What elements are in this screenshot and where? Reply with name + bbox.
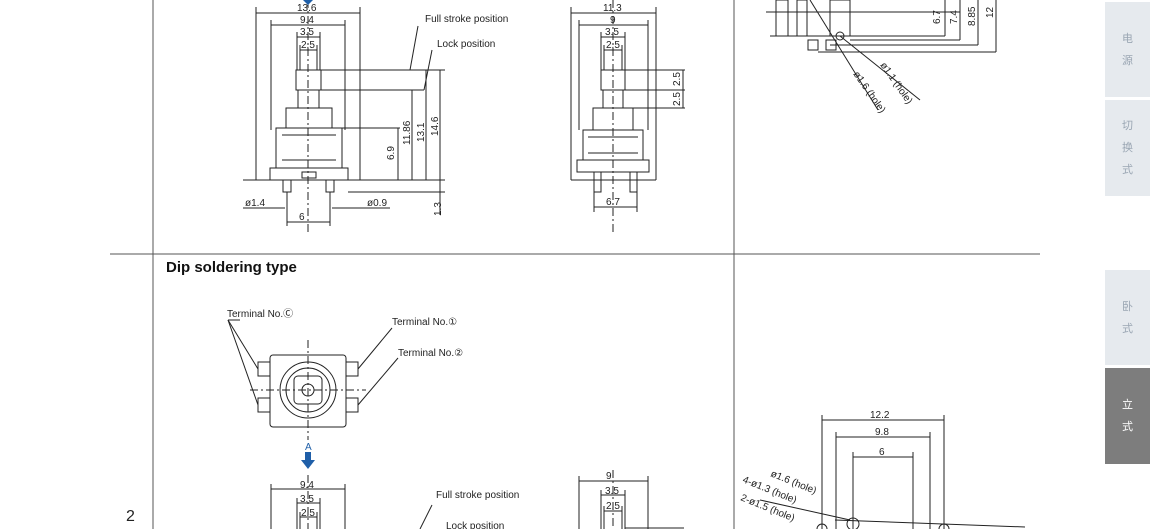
dim-label: 9 (606, 471, 612, 482)
dim-label: 7.4 (949, 10, 960, 24)
dim-label: 13.1 (416, 122, 427, 142)
dim-label: 12.2 (870, 410, 890, 421)
terminal-label: Terminal No.② (398, 348, 463, 359)
hole-label: ø1.1 (hole) (878, 60, 915, 106)
tab-char: 切 (1122, 120, 1133, 132)
dip-right-labels: 12.2 9.8 6 ø1.6 (hole) 4-ø1.3 (hole) 2-ø… (739, 410, 890, 524)
dim-label: 2.5 (606, 501, 620, 512)
dip-front-view (270, 475, 433, 529)
tab-char: 换 (1122, 142, 1133, 154)
dim-label: 2.5 (672, 72, 683, 86)
callout-label: Full stroke position (436, 490, 519, 501)
dim-label: 8.85 (967, 6, 978, 26)
page-number: 2 (126, 508, 135, 525)
dim-label: 1.3 (433, 202, 444, 216)
dip-top-view (227, 319, 399, 440)
dim-label: 6 (299, 212, 305, 223)
callout-label: Lock position (437, 39, 495, 50)
dip-right-footprint (759, 415, 1026, 529)
tab-char: 卧 (1122, 300, 1133, 313)
top-right-labels: 6.7 7.4 8.85 12 ø1.1 (hole) ø1.6 (hole) (851, 6, 996, 115)
dim-label: 11.86 (402, 120, 413, 145)
side-tabs: 电 源 切 换 式 卧 式 立 式 (1105, 0, 1150, 529)
dim-label: 14.6 (430, 116, 441, 136)
view-label: A (305, 442, 312, 453)
dim-label: 3.5 (300, 494, 314, 505)
top-right-footprint (766, 0, 997, 111)
tab-power[interactable]: 电 源 (1105, 2, 1150, 97)
dip-side-view (578, 470, 684, 529)
dim-label: 2.5 (606, 40, 620, 51)
tab-vertical[interactable]: 立 式 (1105, 368, 1150, 464)
terminal-label: Terminal No.① (392, 317, 457, 328)
dim-label: 6.9 (386, 146, 397, 160)
tab-char: 式 (1122, 322, 1133, 335)
hole-label: ø1.6 (hole) (851, 69, 888, 115)
dim-label: 9 (610, 15, 616, 26)
callout-label: Full stroke position (425, 14, 508, 25)
dim-label: 11.3 (603, 3, 622, 14)
dip-front-labels: 9.4 3.5 2.5 Full stroke position Lock po… (300, 480, 519, 529)
dim-label: 6 (879, 447, 885, 458)
dim-label: 12 (985, 6, 996, 18)
dip-top-labels: Terminal No.Ⓒ Terminal No.① Terminal No.… (227, 308, 463, 453)
dim-label: 2.5 (301, 508, 315, 519)
technical-drawing: 13.6 9.4 3.5 2.5 Full stroke position Lo… (110, 0, 1040, 529)
datasheet-page: 13.6 9.4 3.5 2.5 Full stroke position Lo… (110, 0, 1040, 529)
dip-side-labels: 9 3.5 2.5 (605, 471, 620, 512)
dim-label: 6.7 (606, 197, 620, 208)
tab-horizontal[interactable]: 卧 式 (1105, 270, 1150, 365)
tab-char: 立 (1122, 399, 1133, 411)
top-front-labels: 13.6 9.4 3.5 2.5 Full stroke position Lo… (245, 3, 508, 223)
tab-char: 式 (1122, 164, 1133, 176)
dim-label: 6.7 (932, 10, 943, 24)
tab-char: 源 (1122, 54, 1133, 67)
dim-label: 3.5 (300, 27, 314, 38)
top-side-labels: 11.3 9 3.5 2.5 2.5 2.5 6.7 (603, 3, 683, 208)
dim-label: 9.8 (875, 427, 889, 438)
callout-label: Lock position (446, 521, 504, 529)
dim-label: ø1.4 (245, 198, 265, 209)
dim-label: 13.6 (297, 3, 317, 14)
view-arrow-icon (303, 0, 313, 5)
section-title: Dip soldering type (166, 259, 297, 276)
tab-char: 电 (1122, 32, 1133, 45)
dim-label: 2.5 (672, 92, 683, 106)
top-side-view (570, 0, 685, 235)
dim-label: ø0.9 (367, 198, 387, 209)
dim-label: 2.5 (301, 40, 315, 51)
tab-char: 式 (1122, 421, 1133, 433)
dim-label: 3.5 (605, 27, 619, 38)
dim-label: 9.4 (300, 480, 314, 491)
terminal-label: Terminal No.Ⓒ (227, 308, 293, 320)
top-front-view (243, 0, 445, 235)
dip-arrow-icon (301, 452, 315, 469)
dim-label: 9.4 (300, 15, 314, 26)
tab-switching[interactable]: 切 换 式 (1105, 100, 1150, 196)
dim-label: 3.5 (605, 486, 619, 497)
